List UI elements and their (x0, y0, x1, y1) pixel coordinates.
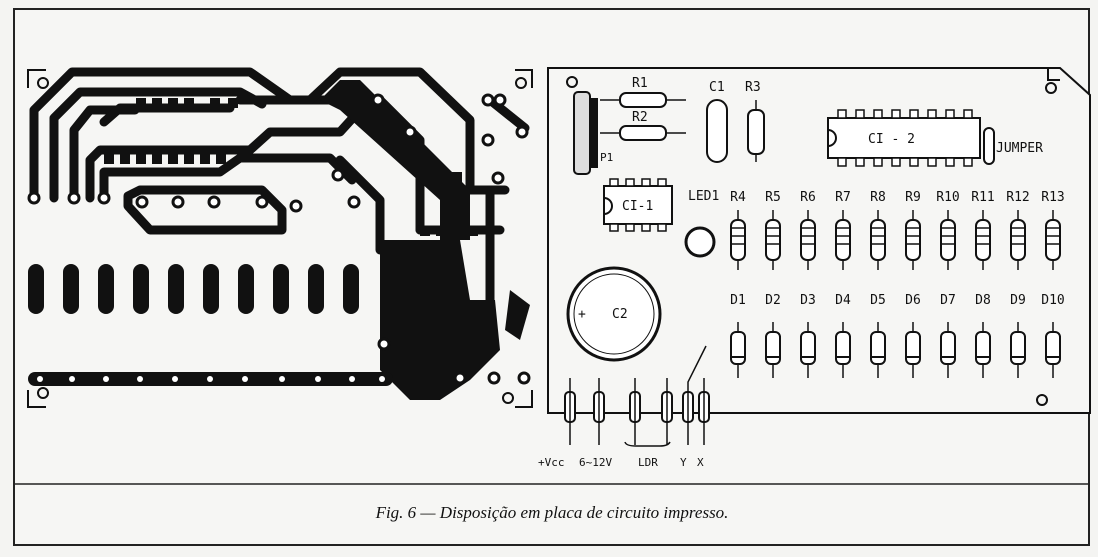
resistor-r9 (905, 219, 921, 261)
ic-pin (963, 109, 973, 119)
r3-label: R3 (745, 80, 761, 95)
diode-label: D3 (800, 293, 816, 308)
capacitor-c2 (566, 266, 662, 362)
diode-d4 (835, 331, 851, 365)
y-label: Y (680, 456, 687, 469)
resistor-r4 (730, 219, 746, 261)
p1-potentiometer (573, 91, 591, 175)
resistor-label: R13 (1041, 190, 1064, 205)
resistor-label: R8 (870, 190, 886, 205)
diode-label: D8 (975, 293, 991, 308)
diode-d9 (1010, 331, 1026, 365)
diode-label: D6 (905, 293, 921, 308)
ic-pin (945, 109, 955, 119)
ic-pin (837, 157, 847, 167)
diode-label: D5 (870, 293, 886, 308)
resistor-label: R6 (800, 190, 816, 205)
led1 (684, 226, 716, 258)
diode-label: D1 (730, 293, 746, 308)
resistor-r13 (1045, 219, 1061, 261)
ic-pin (891, 109, 901, 119)
resistor-r1 (619, 92, 667, 108)
ground-plane (380, 240, 500, 400)
resistor-r2 (619, 125, 667, 141)
resistor-r11 (975, 219, 991, 261)
ic-pin (927, 157, 937, 167)
resistor-row: R4 R5 R6 R7 R8 R9 R10 R11 R12 R13 (730, 190, 1065, 270)
ic-pin (909, 109, 919, 119)
diode-d5 (870, 331, 886, 365)
p1-label: P1 (600, 151, 613, 164)
ic-ci2 (827, 117, 981, 159)
resistor-r10 (940, 219, 956, 261)
ci2-label: CI - 2 (868, 132, 915, 147)
resistor-r6 (800, 219, 816, 261)
ic-pin (909, 157, 919, 167)
led1-label: LED1 (688, 189, 719, 204)
diode-d1 (730, 331, 746, 365)
vcc-label: +Vcc (538, 456, 565, 469)
voltage-label: 6~12V (579, 456, 612, 469)
ic-pin (855, 109, 865, 119)
resistor-label: R4 (730, 190, 746, 205)
ldr-label: LDR (638, 456, 658, 469)
c2-plus-mark: + (578, 307, 586, 322)
resistor-label: R5 (765, 190, 781, 205)
diode-label: D7 (940, 293, 956, 308)
jumper-wire (983, 127, 995, 165)
ic-pin (855, 157, 865, 167)
diode-d7 (940, 331, 956, 365)
jumper-label: JUMPER (996, 141, 1043, 156)
ic-ci1 (603, 185, 673, 225)
resistor-r7 (835, 219, 851, 261)
diode-d8 (975, 331, 991, 365)
ci1-label: CI-1 (622, 199, 653, 214)
diode-label: D4 (835, 293, 851, 308)
c2-label: C2 (612, 307, 628, 322)
resistor-label: R7 (835, 190, 851, 205)
x-label: X (697, 456, 704, 469)
resistor-r12 (1010, 219, 1026, 261)
resistor-label: R11 (971, 190, 994, 205)
ic-pin (963, 157, 973, 167)
diode-label: D10 (1041, 293, 1064, 308)
resistor-label: R10 (936, 190, 959, 205)
c1-label: C1 (709, 80, 725, 95)
diode-d6 (905, 331, 921, 365)
diode-d2 (765, 331, 781, 365)
ic-pin (927, 109, 937, 119)
ic-pin (945, 157, 955, 167)
resistor-r3 (747, 109, 765, 155)
ic-pin (873, 157, 883, 167)
resistor-label: R9 (905, 190, 921, 205)
ic-pin (891, 157, 901, 167)
resistor-label: R12 (1006, 190, 1029, 205)
diode-d10 (1045, 331, 1061, 365)
diode-label: D9 (1010, 293, 1026, 308)
resistor-r8 (870, 219, 886, 261)
ic-pin (873, 109, 883, 119)
diode-label: D2 (765, 293, 781, 308)
copper-side-view (27, 67, 533, 408)
r1-label: R1 (632, 76, 648, 91)
diode-d3 (800, 331, 816, 365)
diode-row: D1 D2 D3 D4 D5 D6 D7 D8 D9 D10 (730, 293, 1065, 378)
r2-label: R2 (632, 110, 648, 125)
component-side-view: P1 R1 R2 C1 R3 CI - 2 JUMPER CI-1 LED1 (538, 67, 1091, 469)
resistor-r5 (765, 219, 781, 261)
figure-caption: Fig. 6 — Disposição em placa de circuito… (375, 503, 729, 522)
ic-pin (837, 109, 847, 119)
capacitor-c1 (706, 99, 728, 163)
